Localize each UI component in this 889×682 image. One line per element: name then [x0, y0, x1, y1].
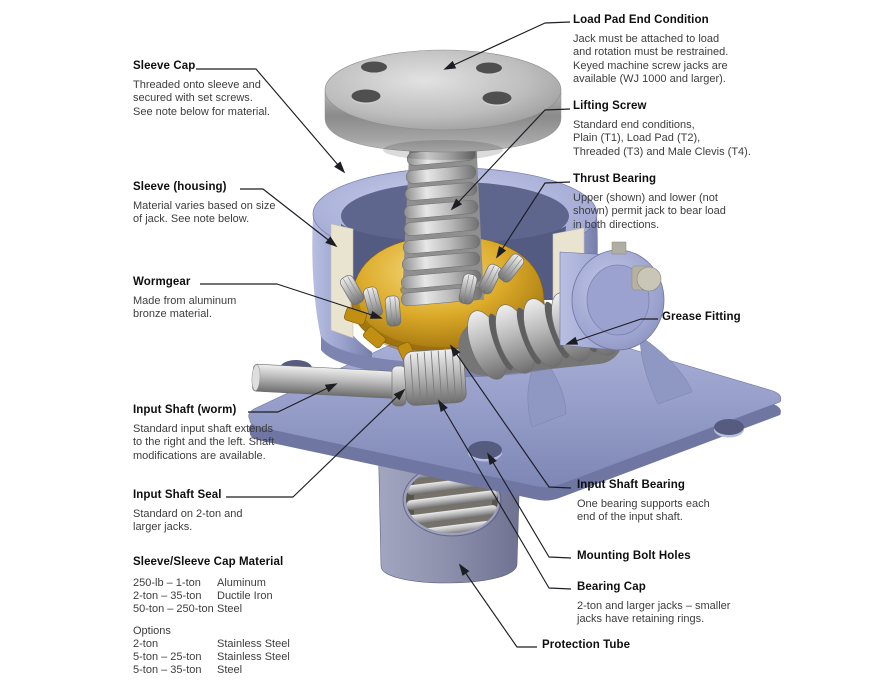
- callout-title: Wormgear: [133, 276, 191, 288]
- load-pad-graphic: [324, 49, 562, 160]
- material-option-row: 5-ton – 25-ton Stainless Steel: [133, 651, 290, 663]
- callout-desc: 2-ton and larger jacks – smaller jacks h…: [577, 600, 731, 626]
- input-shaft-end: [636, 266, 662, 292]
- callout-wormgear: Wormgear Made from aluminum bronze mater…: [133, 276, 283, 322]
- callout-desc: Standard end conditions, Plain (T1), Loa…: [573, 119, 751, 158]
- mounting-bolt-hole: [714, 419, 744, 438]
- callout-title: Input Shaft (worm): [133, 404, 237, 416]
- leader-thrust-bearing: [496, 181, 571, 259]
- leader-lines: [196, 21, 658, 648]
- leader-lifting-screw: [450, 108, 571, 211]
- callout-grease-fitting: Grease Fitting: [662, 311, 782, 324]
- callout-input-shaft-worm: Input Shaft (worm) Standard input shaft …: [133, 404, 293, 463]
- callout-desc: Upper (shown) and lower (not shown) perm…: [573, 192, 726, 231]
- callout-desc: Standard on 2-ton and larger jacks.: [133, 508, 243, 534]
- material-option-row: 5-ton – 35-ton Steel: [133, 664, 243, 676]
- callout-title: Protection Tube: [542, 639, 631, 651]
- callout-title: Input Shaft Bearing: [577, 479, 685, 491]
- leader-mounting-bolt-holes: [487, 452, 572, 559]
- callout-protection-tube: Protection Tube: [542, 639, 672, 652]
- callout-title: Load Pad End Condition: [573, 14, 709, 26]
- leader-wormgear: [200, 283, 383, 319]
- callout-title: Mounting Bolt Holes: [577, 550, 691, 562]
- leader-input-shaft-worm: [248, 383, 338, 413]
- callout-load-pad: Load Pad End Condition Jack must be atta…: [573, 14, 753, 87]
- leader-sleeve-housing: [240, 188, 338, 248]
- thrust-bearing-graphic: [339, 253, 525, 327]
- input-shaft: [251, 363, 399, 399]
- callout-title: Input Shaft Seal: [133, 489, 222, 501]
- leader-grease-fitting: [565, 318, 658, 345]
- callout-bearing-cap: Bearing Cap 2-ton and larger jacks – sma…: [577, 581, 762, 627]
- material-note-heading: Sleeve/Sleeve Cap Material: [133, 556, 284, 568]
- callout-desc: Threaded onto sleeve and secured with se…: [133, 79, 270, 118]
- callout-sleeve-housing: Sleeve (housing) Material varies based o…: [133, 181, 293, 227]
- leader-protection-tube: [458, 563, 537, 648]
- grease-fitting-graphic: [611, 241, 627, 255]
- material-row: 250-lb – 1-ton Aluminum: [133, 577, 266, 589]
- callout-title: Sleeve (housing): [133, 181, 227, 193]
- material-option-row: 2-ton Stainless Steel: [133, 638, 290, 650]
- callout-desc: One bearing supports each end of the inp…: [577, 498, 710, 524]
- callout-desc: Jack must be attached to load and rotati…: [573, 33, 729, 86]
- callout-sleeve-cap: Sleeve Cap Threaded onto sleeve and secu…: [133, 60, 283, 119]
- callout-title: Lifting Screw: [573, 100, 647, 112]
- callout-desc: Material varies based on size of jack. S…: [133, 200, 276, 226]
- bearing-cap-graphic: [559, 241, 665, 351]
- leader-sleeve-cap: [196, 68, 346, 174]
- material-row: 50-ton – 250-ton Steel: [133, 603, 243, 615]
- callout-desc: Made from aluminum bronze material.: [133, 295, 237, 321]
- input-shaft-bearing-graphic: [403, 348, 467, 406]
- leader-input-shaft-bearing: [449, 344, 572, 489]
- material-options-heading: Options: [133, 625, 171, 637]
- callout-input-shaft-seal: Input Shaft Seal Standard on 2-ton and l…: [133, 489, 283, 535]
- material-row: 2-ton – 35-ton Ductile Iron: [133, 590, 273, 602]
- leader-bearing-cap: [438, 399, 572, 590]
- leader-input-shaft-seal: [226, 388, 406, 498]
- callout-lifting-screw: Lifting Screw Standard end conditions, P…: [573, 100, 763, 159]
- material-note: Sleeve/Sleeve Cap Material 250-lb – 1-to…: [133, 556, 333, 677]
- callout-thrust-bearing: Thrust Bearing Upper (shown) and lower (…: [573, 173, 758, 232]
- load-pad-bolt-hole: [351, 61, 512, 106]
- callout-title: Bearing Cap: [577, 581, 646, 593]
- callout-title: Grease Fitting: [662, 311, 741, 323]
- callout-title: Sleeve Cap: [133, 60, 196, 72]
- callout-mounting-bolt-holes: Mounting Bolt Holes: [577, 550, 737, 563]
- callout-title: Thrust Bearing: [573, 173, 657, 185]
- callout-desc: Standard input shaft extends to the righ…: [133, 423, 275, 462]
- callout-input-shaft-bearing: Input Shaft Bearing One bearing supports…: [577, 479, 757, 525]
- leader-load-pad: [443, 21, 571, 70]
